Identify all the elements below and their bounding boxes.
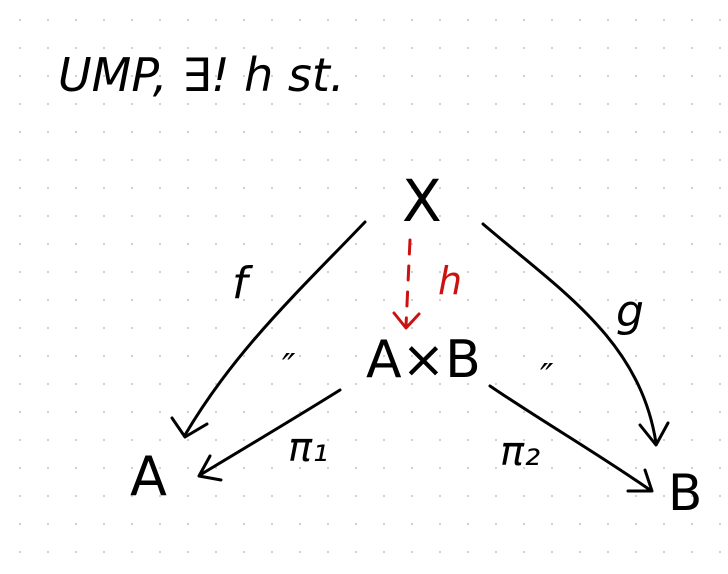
label-pi1: π₁ [288, 425, 329, 471]
node-b: B [668, 464, 703, 522]
arrow-pi2 [488, 384, 652, 492]
arrowhead-f [170, 416, 209, 439]
heading-text: UMP, ∃! h st. [58, 48, 345, 102]
arrow-h [404, 238, 412, 328]
label-pi2: π₂ [500, 429, 541, 475]
arrowhead-pi2 [626, 468, 654, 493]
node-product: A×B [366, 330, 481, 390]
label-h: h [438, 259, 463, 303]
equals-mark-left: ″ [282, 347, 296, 388]
label-f: f [232, 258, 248, 309]
node-x: X [402, 167, 442, 235]
node-a: A [130, 445, 167, 508]
arrowhead-pi1 [197, 454, 223, 482]
arrow-pi1 [198, 388, 342, 477]
label-g: g [616, 286, 644, 337]
equals-mark-right: ″ [540, 357, 554, 398]
arrow-g [481, 222, 658, 445]
arrowhead-h [392, 311, 421, 330]
arrow-f [183, 220, 367, 437]
arrowhead-g [638, 421, 670, 447]
